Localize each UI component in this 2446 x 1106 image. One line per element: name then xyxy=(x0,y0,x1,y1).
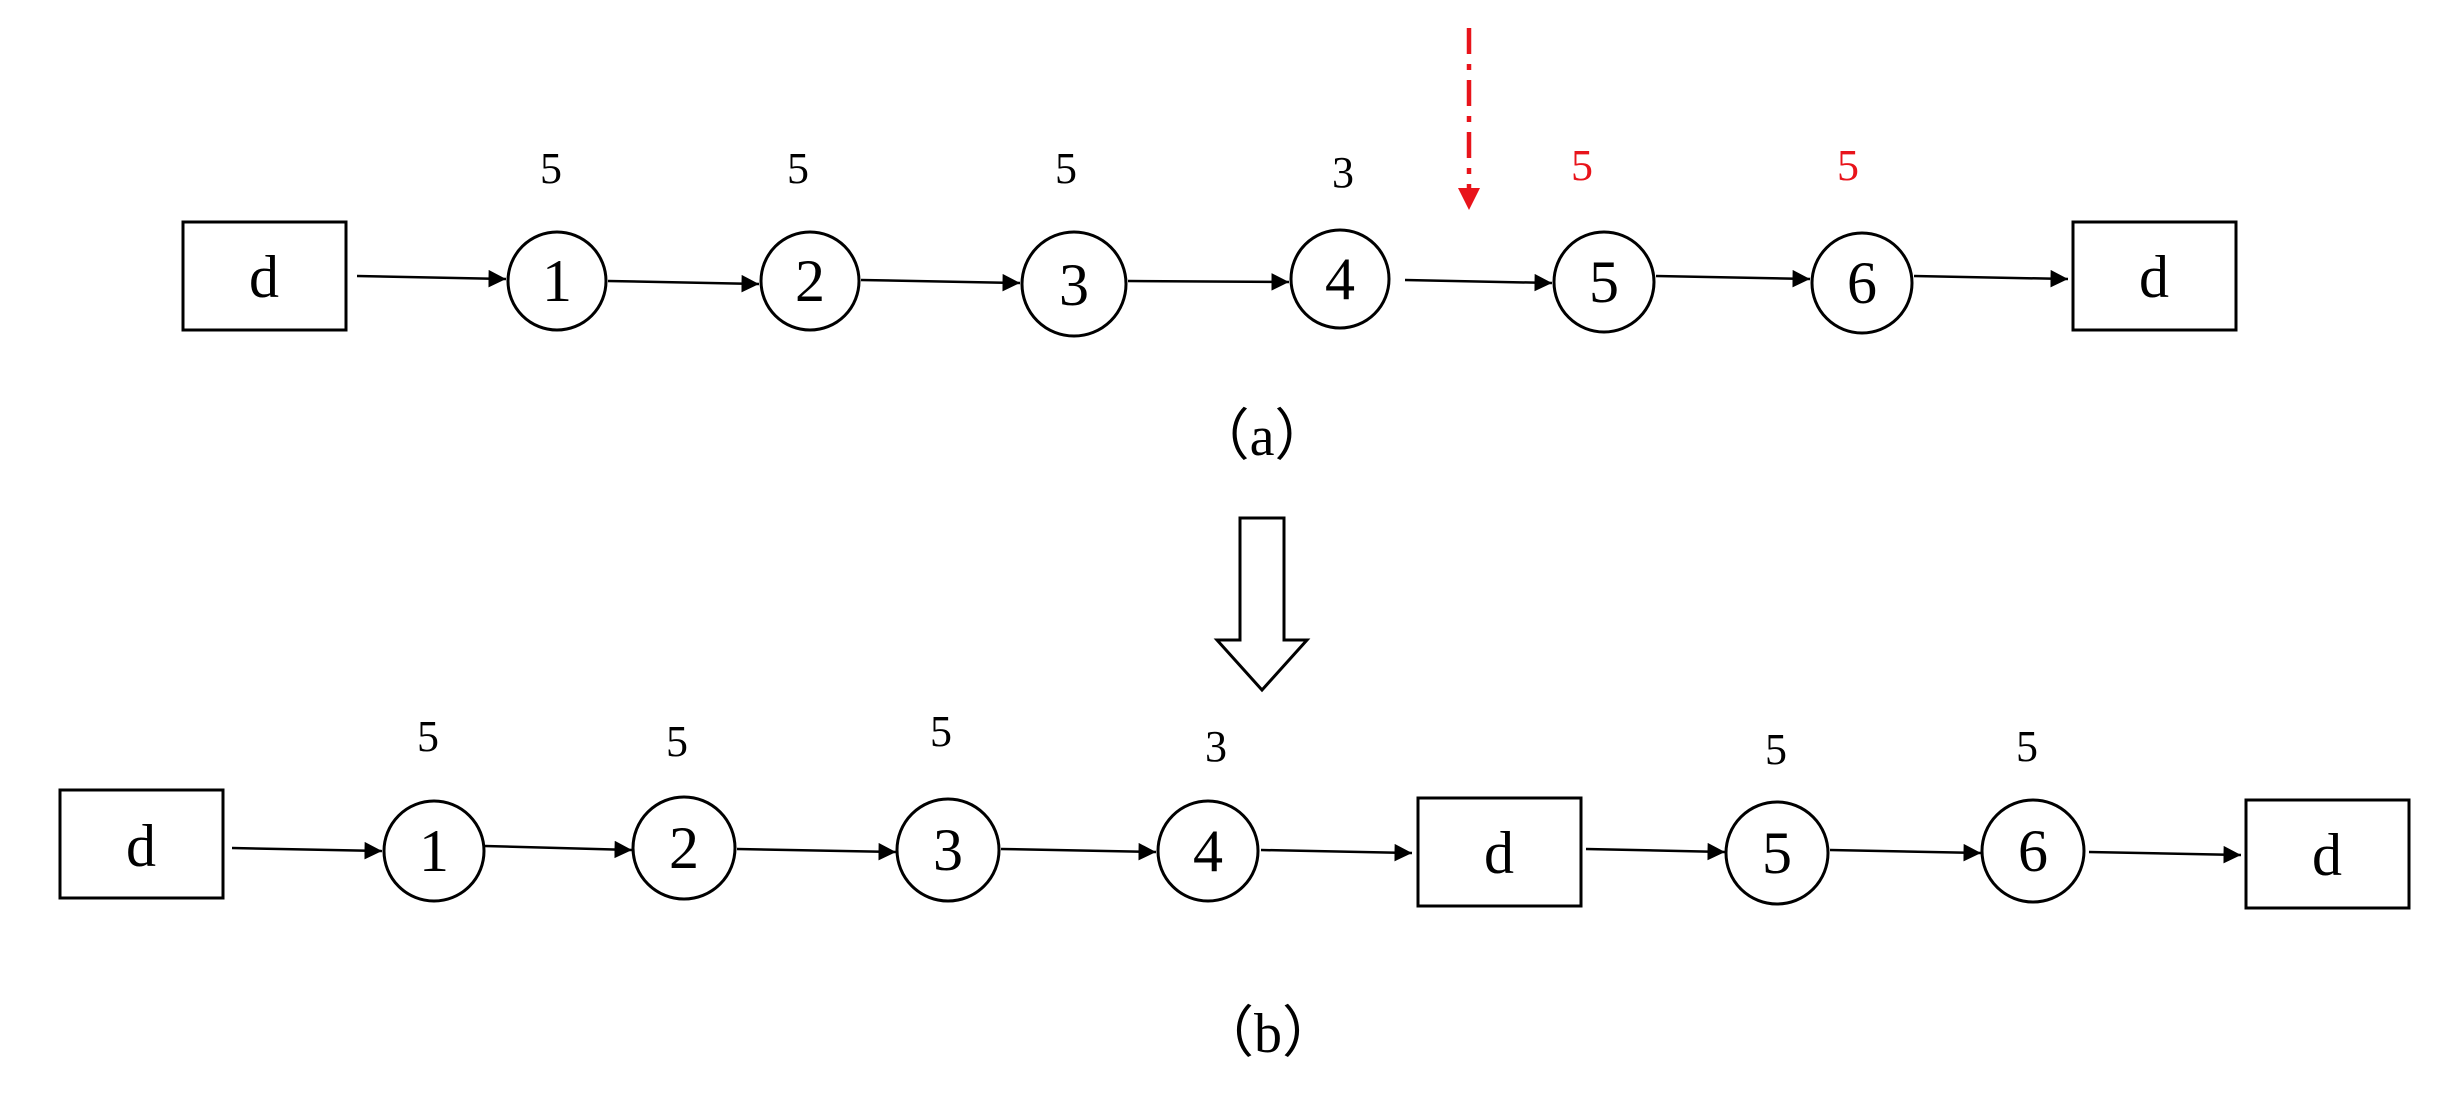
node-b-1-label: 1 xyxy=(419,818,449,884)
node-b-1: 1 5 xyxy=(382,712,486,903)
edge-a-4-5 xyxy=(1404,273,1553,292)
node-a-3-demand: 5 xyxy=(1055,144,1077,193)
caption-a: （a） xyxy=(1194,406,1331,468)
node-b-6-label: 6 xyxy=(2018,818,2048,884)
node-a-1-label: 1 xyxy=(542,248,572,314)
node-b-2-demand: 5 xyxy=(666,717,688,766)
edge-b-3-4 xyxy=(1000,842,1157,861)
edges-b xyxy=(231,840,2242,864)
node-a-4-demand: 3 xyxy=(1332,148,1354,197)
depot-b-end: d xyxy=(2244,798,2411,910)
node-a-4: 4 3 xyxy=(1289,148,1391,330)
edge-b-d-5 xyxy=(1585,842,1726,861)
node-b-2-label: 2 xyxy=(669,815,699,881)
panel-b: d 1 5 2 5 3 5 4 3 d 5 5 xyxy=(58,707,2411,910)
edge-b-d-1 xyxy=(231,841,383,860)
edge-b-1-2 xyxy=(484,840,633,859)
edge-b-5-6 xyxy=(1829,843,1982,862)
depot-a-end-label: d xyxy=(2139,244,2169,310)
node-a-1-demand: 5 xyxy=(540,144,562,193)
node-a-6-demand: 5 xyxy=(1837,141,1859,190)
split-marker-arrow xyxy=(1458,28,1480,210)
node-b-5-demand: 5 xyxy=(1765,725,1787,774)
edge-b-2-3 xyxy=(736,842,897,861)
edge-a-1-2 xyxy=(607,274,760,293)
depot-b-start: d xyxy=(58,788,225,900)
depot-a-start-label: d xyxy=(249,244,279,310)
node-a-6-label: 6 xyxy=(1847,250,1877,316)
node-b-4-demand: 3 xyxy=(1205,722,1227,771)
node-b-3-label: 3 xyxy=(933,817,963,883)
edge-a-6-d xyxy=(1913,269,2069,288)
caption-b: （b） xyxy=(1198,1003,1338,1065)
node-a-5-label: 5 xyxy=(1589,249,1619,315)
node-b-6-demand: 5 xyxy=(2016,722,2038,771)
edge-b-6-d xyxy=(2088,845,2242,864)
node-b-5: 5 5 xyxy=(1724,725,1830,906)
node-b-6: 6 5 xyxy=(1980,722,2086,904)
depot-a-start: d xyxy=(181,220,348,332)
node-a-3: 3 5 xyxy=(1020,144,1128,338)
transform-down-arrow xyxy=(1213,516,1311,693)
depot-a-end: d xyxy=(2071,220,2238,332)
node-a-5-demand: 5 xyxy=(1571,141,1593,190)
edge-a-5-6 xyxy=(1655,269,1811,288)
node-a-4-label: 4 xyxy=(1325,246,1355,312)
node-b-5-label: 5 xyxy=(1762,820,1792,886)
node-b-4-label: 4 xyxy=(1193,818,1223,884)
node-a-2-label: 2 xyxy=(795,248,825,314)
edge-a-3-4 xyxy=(1127,273,1290,291)
node-b-3-demand: 5 xyxy=(930,707,952,756)
edge-b-4-d xyxy=(1260,843,1413,862)
depot-b-middle: d xyxy=(1416,796,1583,908)
node-b-1-demand: 5 xyxy=(417,712,439,761)
node-b-2: 2 5 xyxy=(631,717,737,901)
node-a-2: 2 5 xyxy=(759,144,861,332)
node-a-3-label: 3 xyxy=(1059,252,1089,318)
depot-b-middle-label: d xyxy=(1484,820,1514,886)
node-a-5: 5 5 xyxy=(1552,141,1656,334)
edge-a-2-3 xyxy=(860,273,1021,292)
edge-a-d-1 xyxy=(356,269,507,288)
panel-a: d 1 5 2 5 3 5 4 3 5 5 6 xyxy=(181,28,2238,338)
node-a-6: 6 5 xyxy=(1810,141,1914,335)
node-a-1: 1 5 xyxy=(506,144,608,332)
depot-b-start-label: d xyxy=(126,813,156,879)
edges-a xyxy=(356,269,2069,293)
node-a-2-demand: 5 xyxy=(787,144,809,193)
depot-b-end-label: d xyxy=(2312,822,2342,888)
node-b-4: 4 3 xyxy=(1156,722,1260,903)
node-b-3: 3 5 xyxy=(895,707,1001,903)
